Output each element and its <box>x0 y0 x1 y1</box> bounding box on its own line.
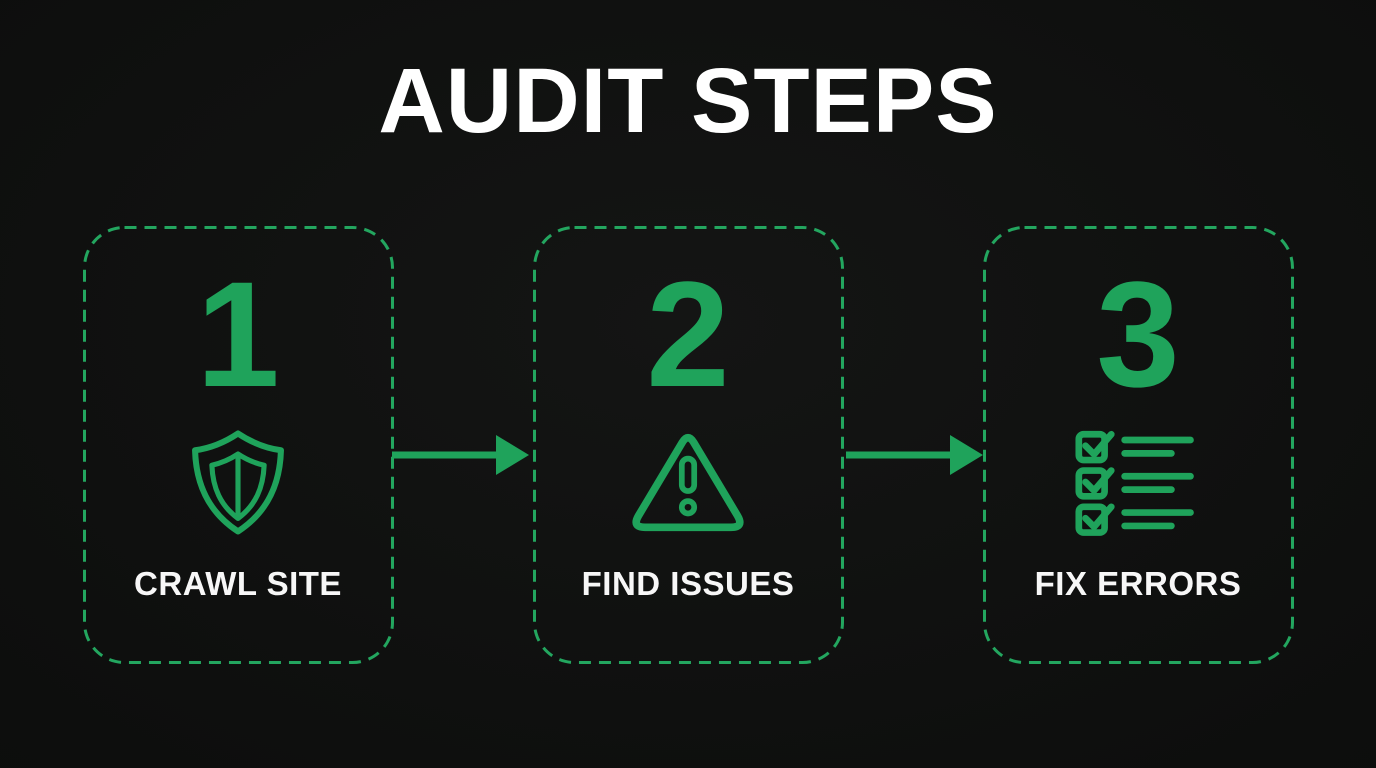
step-number: 1 <box>196 250 280 418</box>
step-card-3: 3 <box>982 226 1294 664</box>
step-card-2: 2 FIND ISSUES <box>532 226 844 664</box>
shield-icon <box>83 424 394 540</box>
step-number: 2 <box>646 250 730 418</box>
checklist-icon <box>983 424 1294 540</box>
step-number: 3 <box>1096 250 1180 418</box>
warning-triangle-icon <box>533 424 844 540</box>
dashed-border <box>82 226 394 664</box>
step-label: FIND ISSUES <box>581 565 795 602</box>
arrow-right-icon <box>846 435 983 475</box>
dashed-border <box>982 226 1294 664</box>
step-label: CRAWL SITE <box>134 565 342 602</box>
arrow-right-icon <box>392 435 529 475</box>
page-title: AUDIT STEPS <box>378 50 998 152</box>
dashed-border <box>532 226 844 664</box>
step-label: FIX ERRORS <box>1034 565 1242 602</box>
step-card-1: 1 CRAWL SITE <box>82 226 394 664</box>
steps-row: 1 CRAWL SITE 2 <box>0 226 1376 664</box>
